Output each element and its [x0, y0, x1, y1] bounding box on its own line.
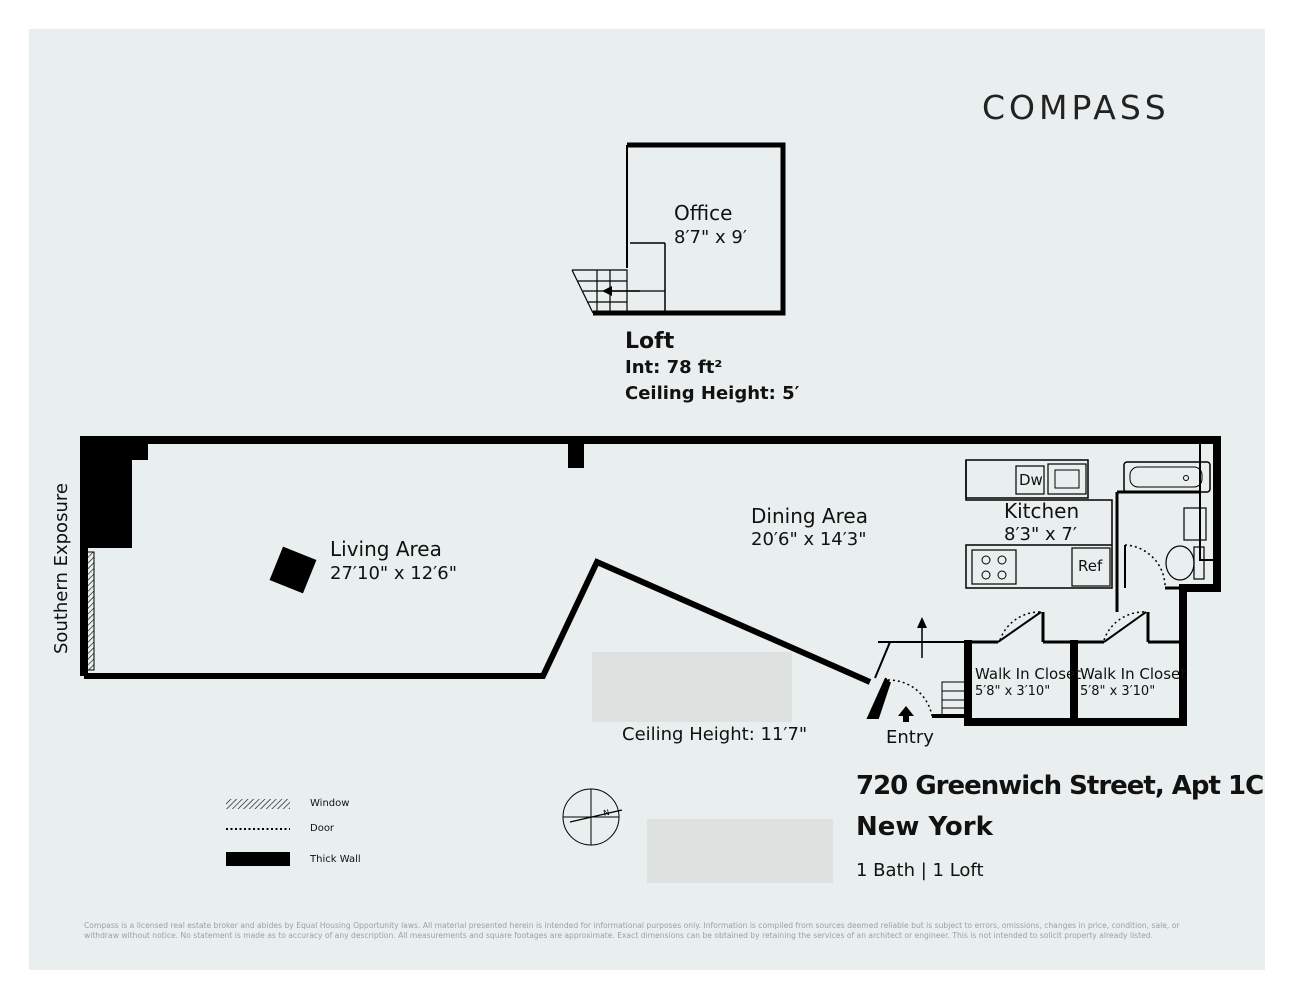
dining-area-dimensions: 20′6" x 14′3": [751, 529, 867, 550]
address-street: 720 Greenwich Street, Apt 1C: [856, 771, 1264, 801]
exit-arrow-icon: [917, 617, 927, 658]
southern-window: [81, 551, 95, 671]
legend-door-label: Door: [310, 823, 335, 834]
southern-exposure-label: Southern Exposure: [51, 483, 72, 654]
living-area-label: Living Area: [330, 537, 442, 561]
redacted-area: [592, 652, 792, 722]
loft-title: Loft: [625, 329, 675, 354]
living-area-dimensions: 27′10" x 12′6": [330, 563, 457, 584]
legal-disclaimer: Compass is a licensed real estate broker…: [84, 921, 1180, 941]
legend-window-swatch: [226, 799, 290, 809]
legend-thick-wall-label: Thick Wall: [310, 854, 361, 865]
kitchen-fixtures: [965, 459, 1113, 589]
entry-label: Entry: [886, 727, 934, 748]
unit-summary: 1 Bath | 1 Loft: [856, 860, 984, 881]
loft-interior-area: Int: 78 ft²: [625, 357, 723, 378]
entry-arrow-icon: [898, 706, 914, 722]
closet-1-label: Walk In Closet: [975, 665, 1082, 683]
dishwasher-label: Dw: [1019, 471, 1043, 489]
apartment-walls: [80, 436, 1221, 726]
legend-wall-swatch: [226, 852, 290, 866]
loft-office-outline: [593, 142, 786, 316]
office-dimensions: 8′7" x 9′: [674, 227, 747, 248]
north-compass-icon: N: [562, 788, 623, 846]
closet-2-label: Walk In Closet: [1080, 665, 1187, 683]
stair-arrow-icon: [602, 286, 640, 296]
dining-area-label: Dining Area: [751, 504, 868, 528]
ceiling-height-label: Ceiling Height: 11′7": [622, 724, 808, 745]
closet-2-dimensions: 5′8" x 3′10": [1080, 684, 1156, 699]
kitchen-label: Kitchen: [1004, 499, 1080, 523]
refrigerator-label: Ref: [1078, 557, 1103, 575]
legend-window-label: Window: [310, 798, 350, 809]
closet-1-dimensions: 5′8" x 3′10": [975, 684, 1051, 699]
door-swings: [887, 544, 1166, 717]
office-label: Office: [674, 201, 733, 225]
kitchen-dimensions: 8′3" x 7′: [1004, 524, 1077, 545]
bathroom-fixtures: [1123, 461, 1211, 581]
address-city: New York: [856, 812, 993, 842]
structural-column: [269, 546, 317, 594]
compass-logo: COMPASS: [982, 88, 1170, 127]
svg-text:N: N: [603, 808, 611, 818]
loft-ceiling-height: Ceiling Height: 5′: [625, 383, 800, 404]
redacted-area: [647, 819, 833, 883]
